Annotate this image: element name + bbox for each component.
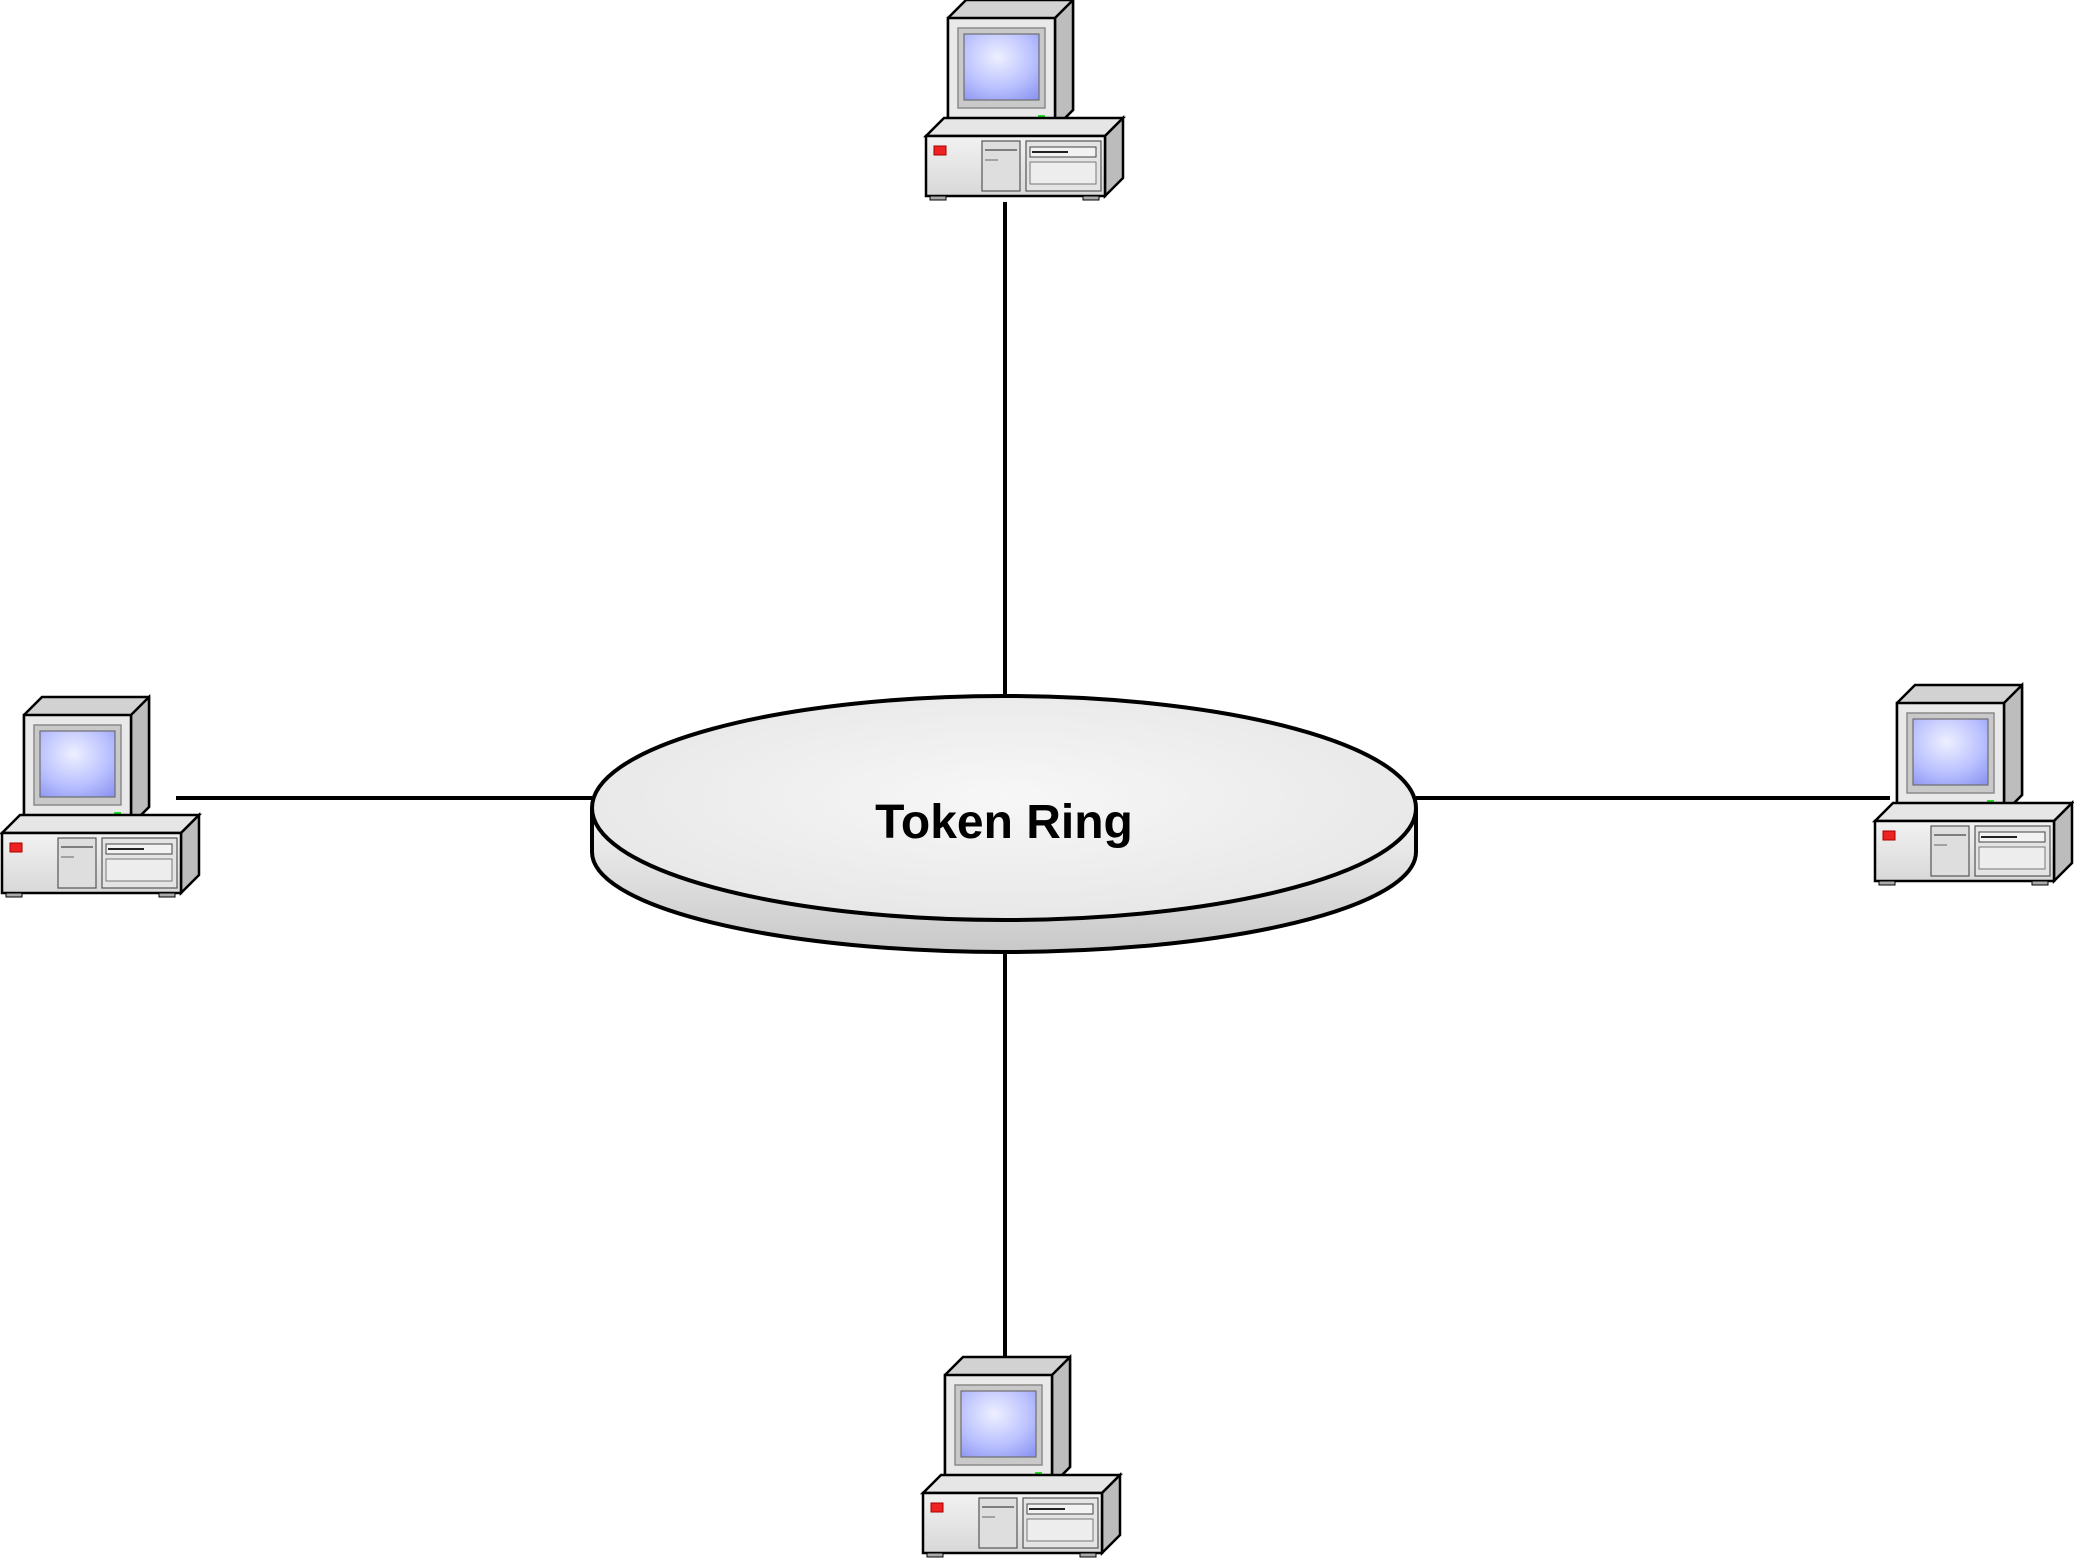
desktop-computer-icon — [0, 695, 201, 899]
computer-right — [1873, 683, 2074, 887]
computer-top — [924, 0, 1125, 202]
network-links — [176, 202, 1890, 1358]
computer-bottom — [921, 1355, 1122, 1559]
hub-label: Token Ring — [875, 796, 1133, 849]
desktop-computer-icon — [1873, 683, 2074, 887]
desktop-computer-icon — [921, 1355, 1122, 1559]
ring-hub-icon: Token Ring — [590, 694, 1418, 954]
computer-left — [0, 695, 201, 899]
desktop-computer-icon — [924, 0, 1125, 202]
